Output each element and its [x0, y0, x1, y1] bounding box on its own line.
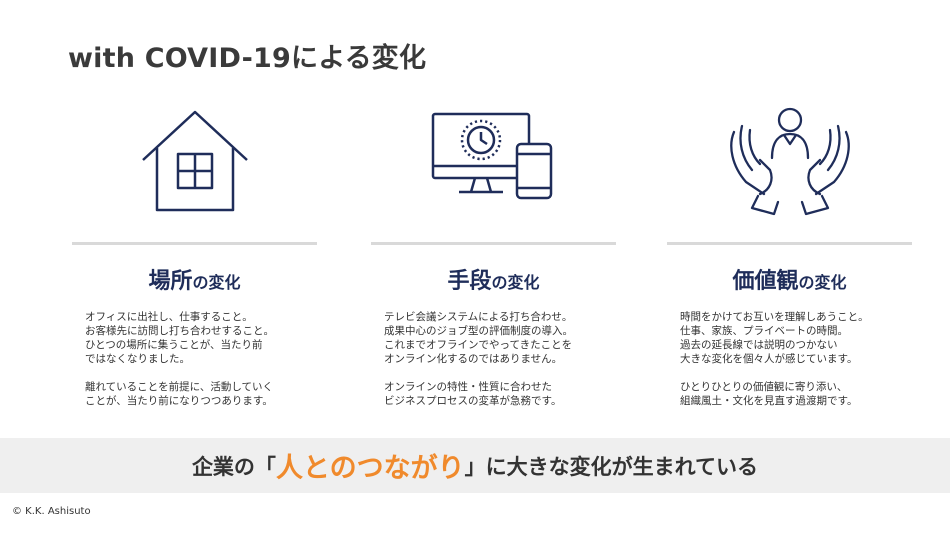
- column-text: 時間をかけてお互いを理解しあうこと。 仕事、家族、プライベートの時間。 過去の延…: [680, 310, 912, 408]
- heading-sub: の変化: [798, 273, 847, 292]
- text-line: 時間をかけてお互いを理解しあうこと。: [680, 311, 869, 323]
- text-line: 離れていることを前提に、活動していく: [85, 381, 274, 393]
- text-line: これまでオフラインでやってきたことを: [384, 339, 573, 351]
- key-message-banner: 企業の「人とのつながり」に大きな変化が生まれている: [0, 438, 950, 493]
- text-line: ビジネスプロセスの変革が急務です。: [384, 395, 562, 407]
- column-values: 価値観の変化 時間をかけてお互いを理解しあうこと。 仕事、家族、プライベートの時…: [667, 95, 912, 422]
- copyright: © K.K. Ashisuto: [12, 506, 91, 517]
- text-line: 成果中心のジョブ型の評価制度の導入。: [384, 325, 573, 337]
- devices-clock-icon: [371, 95, 616, 220]
- heading-main: 場所: [148, 269, 193, 294]
- text-line: オフィスに出社し、仕事すること。: [85, 311, 253, 323]
- text-line: ことが、当たり前になりつつあります。: [85, 395, 273, 407]
- heading-sub: の変化: [192, 273, 241, 292]
- column-means: 手段の変化 テレビ会議システムによる打ち合わせ。 成果中心のジョブ型の評価制度の…: [371, 95, 616, 422]
- house-icon: [72, 95, 317, 220]
- column-location: 場所の変化 オフィスに出社し、仕事すること。 お客様先に訪問し打ち合わせすること…: [72, 95, 317, 422]
- heading-main: 価値観: [732, 269, 799, 294]
- divider: [667, 242, 912, 245]
- banner-suffix: 」に大きな変化が生まれている: [464, 454, 759, 479]
- column-heading: 価値観の変化: [667, 263, 912, 295]
- column-text: オフィスに出社し、仕事すること。 お客様先に訪問し打ち合わせすること。 ひとつの…: [85, 310, 317, 408]
- page-title: with COVID-19による変化: [68, 43, 427, 74]
- column-text: テレビ会議システムによる打ち合わせ。 成果中心のジョブ型の評価制度の導入。 これ…: [384, 310, 616, 408]
- text-line: テレビ会議システムによる打ち合わせ。: [384, 311, 573, 323]
- banner-prefix: 企業の「: [191, 454, 276, 479]
- text-line: 過去の延長線では説明のつかない: [680, 339, 838, 351]
- heading-sub: の変化: [491, 273, 540, 292]
- hands-person-icon: [667, 95, 912, 220]
- banner-accent: 人とのつながり: [275, 453, 465, 484]
- text-line: 大きな変化を個々人が感じています。: [680, 353, 858, 365]
- text-line: ではなくなりました。: [85, 353, 190, 365]
- column-heading: 場所の変化: [72, 263, 317, 295]
- text-line: 仕事、家族、プライベートの時間。: [680, 325, 848, 337]
- text-line: ひとりひとりの価値観に寄り添い、: [680, 381, 848, 393]
- heading-main: 手段: [447, 269, 492, 294]
- text-line: オンラインの特性・性質に合わせた: [384, 381, 552, 393]
- text-line: 組織風土・文化を見直す過渡期です。: [680, 395, 858, 407]
- text-line: お客様先に訪問し打ち合わせすること。: [85, 325, 274, 337]
- text-line: ひとつの場所に集うことが、当たり前: [85, 339, 263, 351]
- divider: [371, 242, 616, 245]
- text-line: オンライン化するのではありません。: [384, 353, 563, 365]
- column-heading: 手段の変化: [371, 263, 616, 295]
- divider: [72, 242, 317, 245]
